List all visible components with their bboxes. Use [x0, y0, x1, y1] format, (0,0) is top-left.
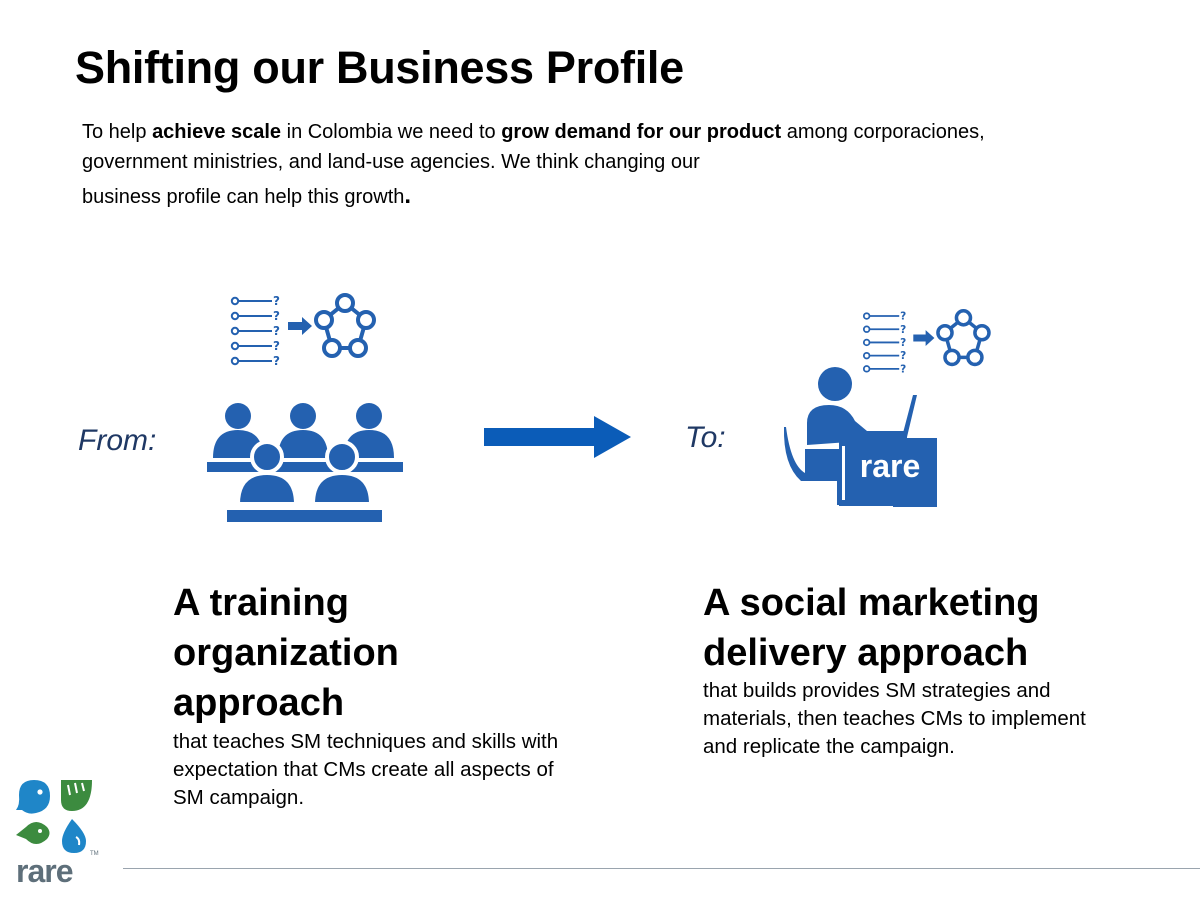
classroom-icon: [207, 403, 403, 522]
logo-fish-icon: [16, 822, 50, 844]
svg-text:?: ?: [273, 324, 280, 338]
to-headline: A social marketing delivery approach: [703, 582, 1040, 674]
svg-text:?: ?: [900, 350, 906, 362]
svg-text:?: ?: [900, 311, 906, 323]
to-label: To:: [685, 421, 726, 454]
question-to-network-icon: ?????: [230, 293, 376, 368]
from-headline: A training organization approach: [173, 582, 399, 724]
page-title: Shifting our Business Profile: [75, 42, 684, 93]
svg-text:?: ?: [273, 339, 280, 353]
svg-text:?: ?: [273, 354, 280, 368]
from-label: From:: [78, 424, 157, 457]
desk-sign-text: rare: [860, 448, 921, 484]
logo-leaf-icon: [61, 780, 92, 811]
question-to-network-icon-right: ?????: [862, 309, 991, 375]
network-icon: [314, 293, 376, 358]
footer-divider: [123, 868, 1200, 869]
logo-bird-icon: [16, 780, 50, 814]
small-arrow-icon: [288, 317, 312, 335]
intro-emphasis-demand: grow demand for our product: [501, 121, 782, 143]
intro-emphasis-scale: achieve scale: [152, 121, 282, 143]
logo-drop-icon: [62, 819, 86, 853]
question-list-icon: [230, 296, 272, 366]
to-description: that builds provides SM strategies and m…: [703, 679, 1086, 758]
svg-text:?: ?: [273, 294, 280, 308]
logo-trademark: TM: [90, 851, 99, 857]
right-arrow-icon: [484, 416, 631, 458]
svg-text:?: ?: [900, 337, 906, 349]
logo-wordmark: rare: [16, 853, 73, 887]
person-at-laptop-icon: rare: [783, 367, 937, 507]
from-description: that teaches SM techniques and skills wi…: [173, 730, 559, 809]
rare-logo: rare TM: [16, 780, 99, 887]
intro-paragraph: To help achieve scale in Colombia we nee…: [82, 121, 985, 209]
svg-text:?: ?: [273, 309, 280, 323]
svg-text:?: ?: [900, 363, 906, 375]
svg-text:?: ?: [900, 324, 906, 336]
